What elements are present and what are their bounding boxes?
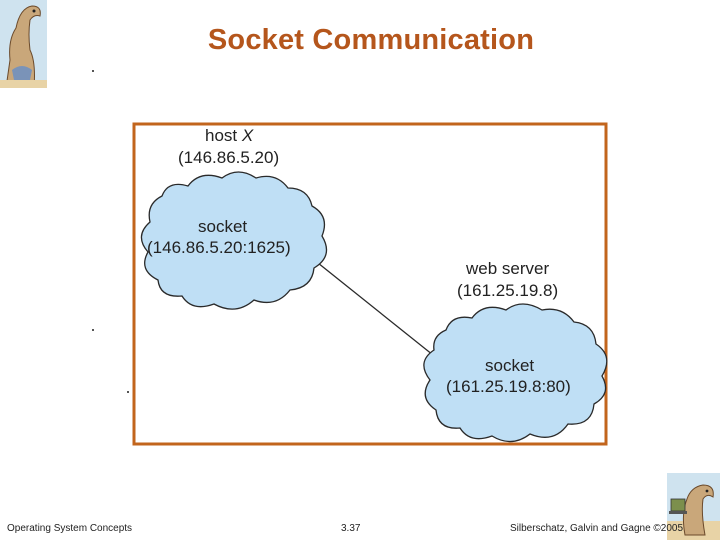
dinosaur-logo-top bbox=[0, 0, 47, 89]
server-label: web server bbox=[465, 259, 549, 278]
host-socket-address: (146.86.5.20:1625) bbox=[147, 238, 291, 257]
footer-page-number: 3.37 bbox=[341, 523, 361, 534]
footer-course-title: Operating System Concepts bbox=[7, 523, 133, 534]
decorative-dot bbox=[127, 391, 129, 393]
dinosaur-logo-bottom bbox=[667, 473, 720, 540]
server-socket-address: (161.25.19.8:80) bbox=[446, 377, 571, 396]
server-socket-cloud bbox=[423, 303, 608, 443]
host-label: host X bbox=[205, 126, 254, 145]
slide-title: Socket Communication bbox=[207, 24, 535, 56]
connection-line bbox=[317, 262, 434, 356]
server-address: (161.25.19.8) bbox=[457, 281, 558, 300]
host-label-text: host bbox=[205, 126, 242, 145]
host-label-variable: X bbox=[241, 126, 254, 145]
footer-copyright: Silberschatz, Galvin and Gagne ©2005 bbox=[510, 523, 684, 534]
host-address: (146.86.5.20) bbox=[178, 148, 279, 167]
decorative-dot bbox=[92, 70, 94, 72]
host-socket-label: socket bbox=[198, 217, 247, 236]
server-socket-label: socket bbox=[485, 356, 534, 375]
decorative-dot bbox=[92, 329, 94, 331]
host-socket-cloud bbox=[140, 171, 328, 310]
